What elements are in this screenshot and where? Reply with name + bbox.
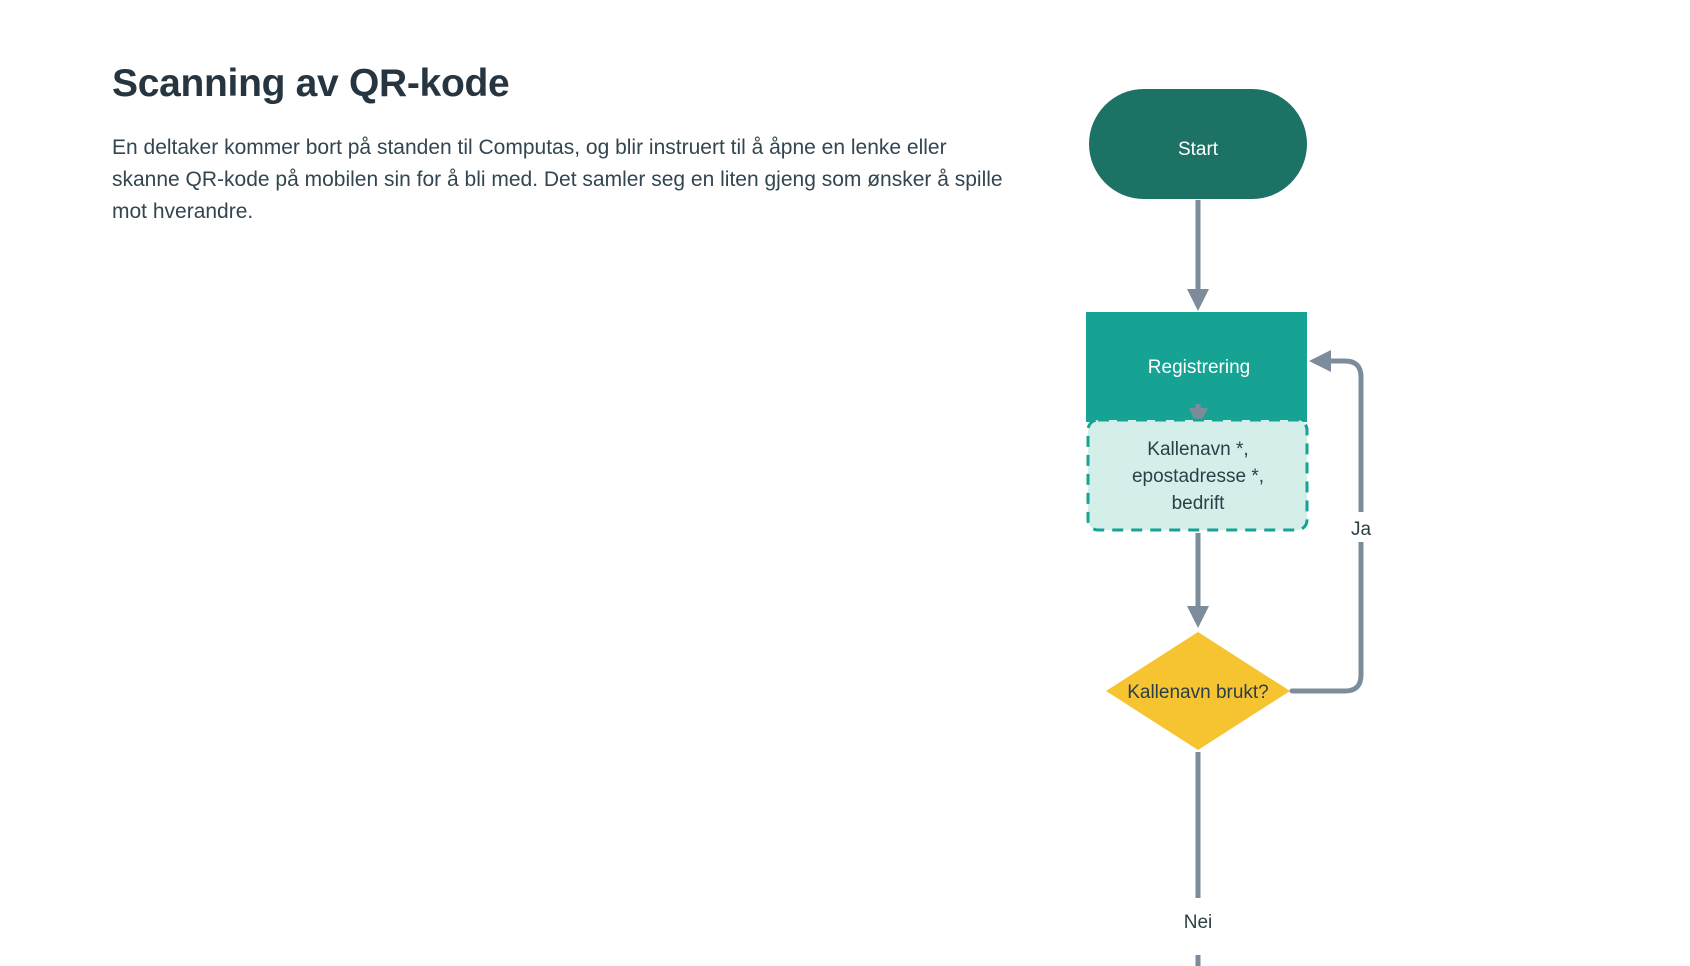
decision-node-shape	[1106, 632, 1290, 750]
felter-node-label-line-2: epostadresse *,	[1132, 466, 1264, 487]
page-description: En deltaker kommer bort på standen til C…	[112, 136, 1003, 223]
edge-label-ja: Ja	[1351, 519, 1372, 540]
arrowhead-icon	[1187, 289, 1209, 311]
felter-node-label-line-3: bedrift	[1172, 493, 1226, 514]
arrowhead-icon	[1309, 350, 1331, 372]
edge-start-to-registrering	[1187, 200, 1209, 311]
start-node-shape	[1089, 89, 1307, 199]
registrering-node-shape	[1086, 312, 1307, 422]
flow-node-registrering[interactable]: Registrering	[1086, 312, 1307, 422]
flow-node-kallenavn-brukt[interactable]: Kallenavn brukt?	[1106, 632, 1290, 750]
page-title: Scanning av QR-kode	[112, 62, 510, 105]
edge-label-backdrop	[1168, 902, 1230, 934]
edge-label-backdrop	[1337, 512, 1385, 542]
start-node-label: Start	[1178, 139, 1219, 160]
decision-node-label: Kallenavn brukt?	[1127, 682, 1269, 703]
flow-node-felter[interactable]: Kallenavn *, epostadresse *, bedrift	[1086, 418, 1309, 532]
registrering-node-label: Registrering	[1148, 357, 1250, 378]
edge-felter-to-decision	[1187, 533, 1209, 628]
arrowhead-icon	[1187, 606, 1209, 628]
flow-node-start[interactable]: Start	[1089, 89, 1307, 199]
edge-decision-nei: Nei	[1168, 752, 1230, 966]
edge-label-nei: Nei	[1184, 912, 1213, 933]
intro-section: Scanning av QR-kode En deltaker kommer b…	[112, 60, 1012, 228]
felter-node-shape	[1086, 418, 1309, 532]
felter-node-label-line-1: Kallenavn *,	[1147, 439, 1248, 460]
